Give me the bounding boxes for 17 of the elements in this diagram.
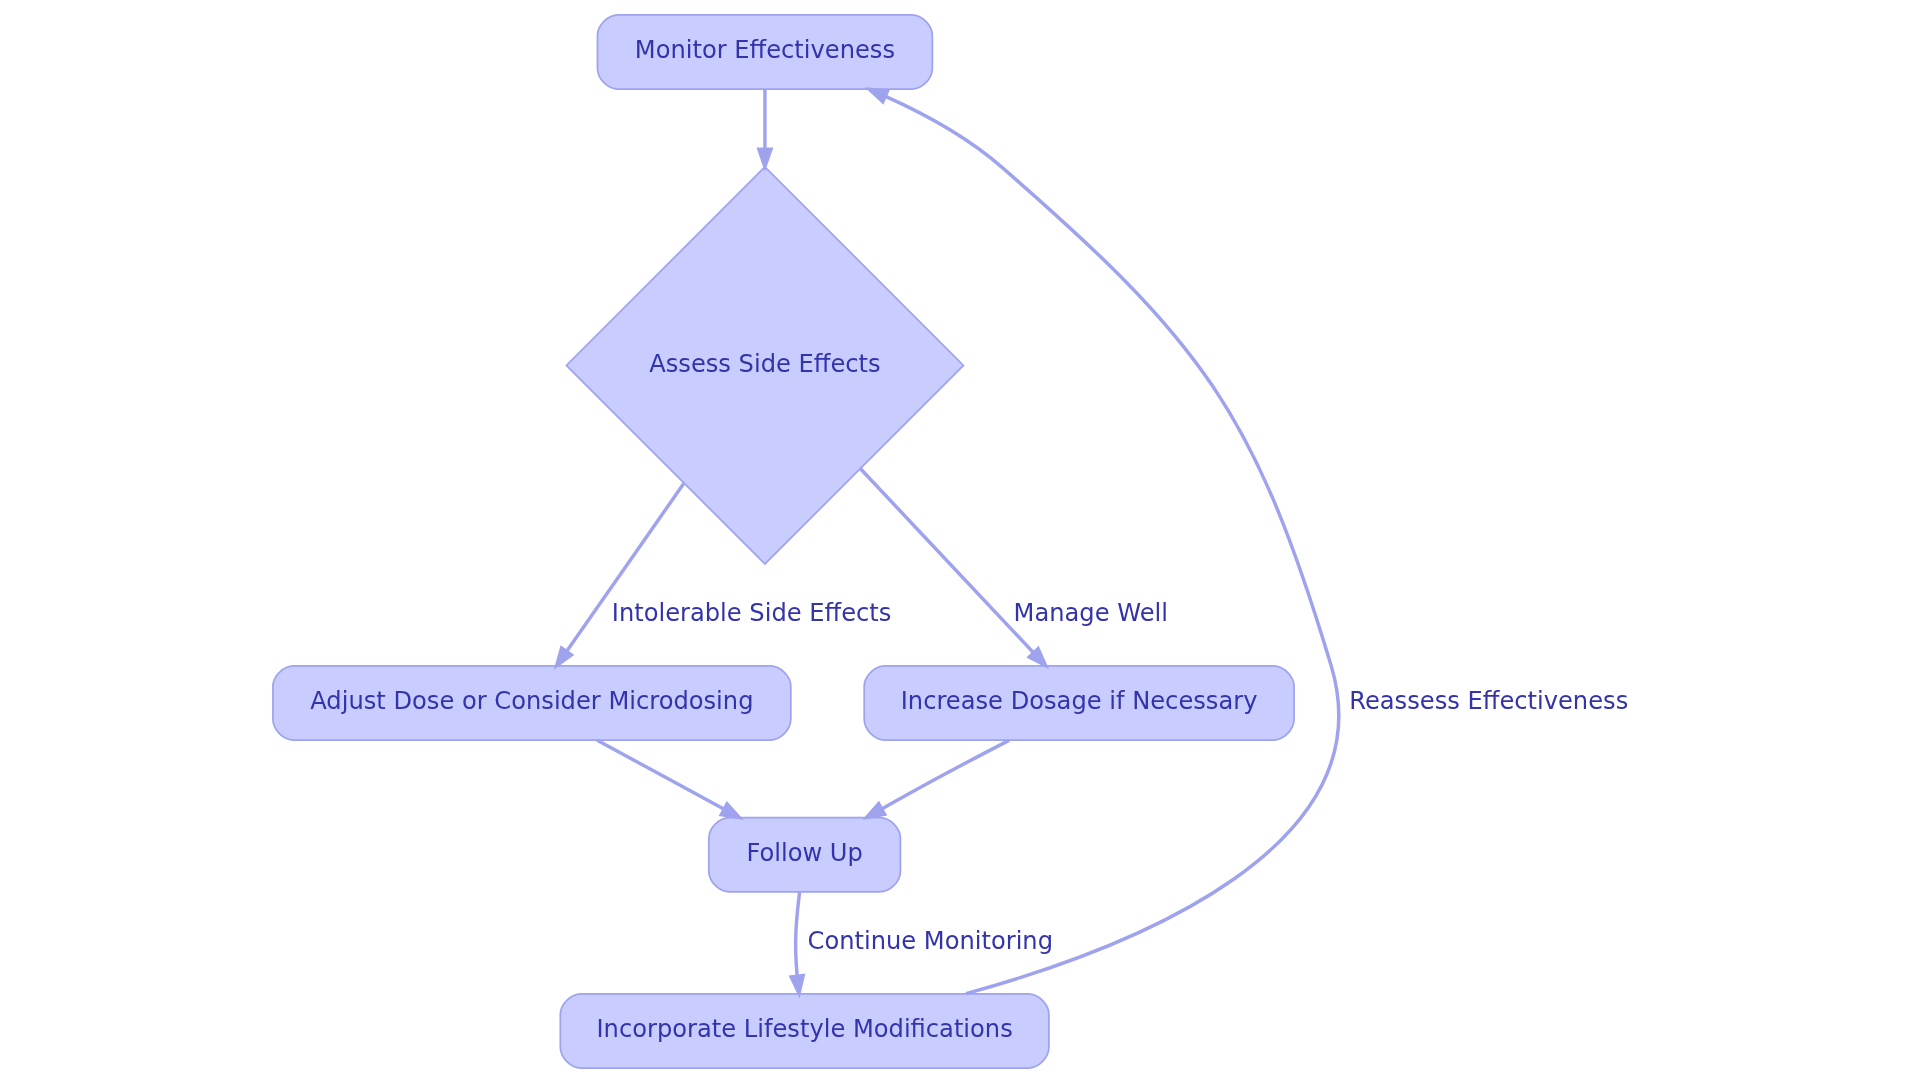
arrow: [859, 467, 1050, 670]
arrow: [788, 892, 806, 999]
arrow: [862, 738, 1010, 821]
node-box: Monitor Effectiveness: [596, 14, 934, 91]
node-box: Follow Up: [707, 816, 902, 893]
edge-label: Manage Well: [1013, 599, 1169, 628]
edge-label: Reassess Effectiveness: [1349, 687, 1629, 716]
edge-label: Continue Monitoring: [807, 927, 1054, 956]
node-diamond: Assess Side Effects: [565, 165, 965, 566]
arrow: [596, 738, 744, 821]
arrow: [864, 87, 1341, 996]
edge-label: Intolerable Side Effects: [611, 599, 892, 628]
node-box: Adjust Dose or Consider Microdosing: [272, 664, 792, 741]
arrow: [553, 482, 686, 670]
node-box: Increase Dosage if Necessary: [863, 664, 1295, 741]
arrow: [756, 89, 774, 172]
node-box: Incorporate Lifestyle Modifications: [559, 992, 1050, 1069]
